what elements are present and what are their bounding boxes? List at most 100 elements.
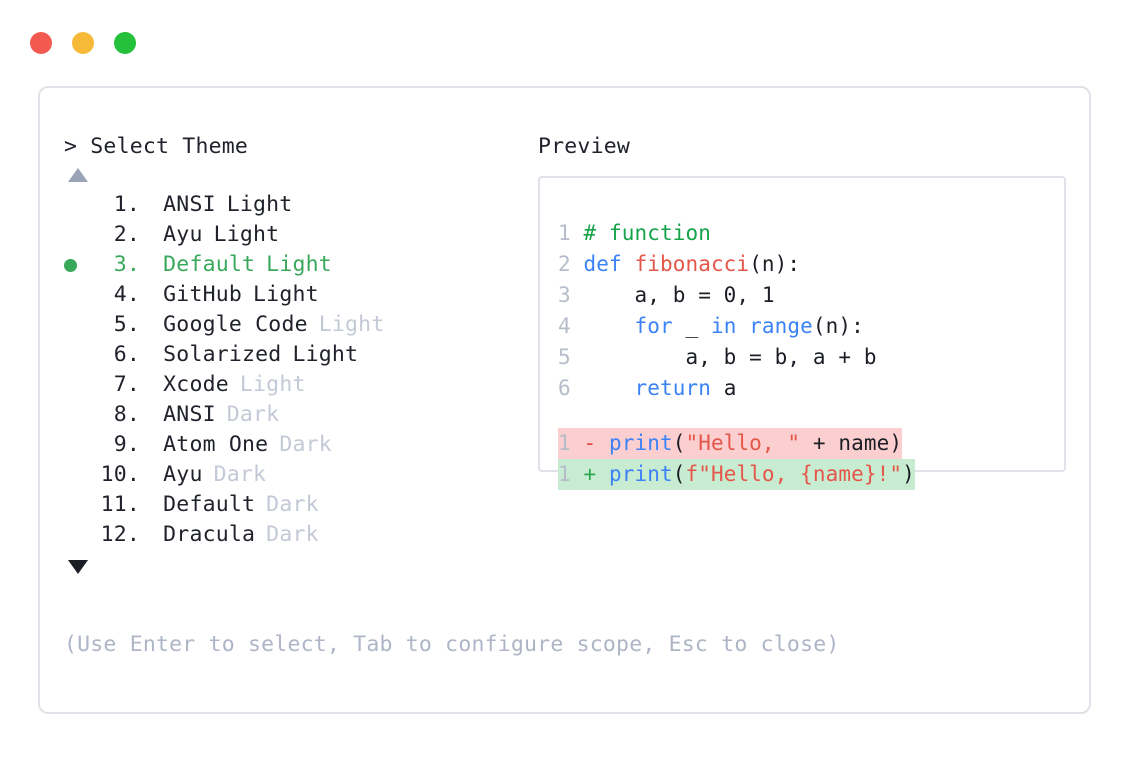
minimize-button[interactable] [72, 32, 94, 54]
theme-name: Ayu [163, 462, 203, 487]
code-line: 3 a, b = 0, 1 [558, 280, 1056, 311]
maximize-button[interactable] [114, 32, 136, 54]
scroll-up-icon[interactable] [68, 168, 88, 182]
code-token-plain: a, b = b, a + b [583, 345, 877, 369]
theme-index-spacer [140, 460, 163, 490]
code-token-plain: (n): [812, 314, 864, 338]
selection-indicator [64, 258, 98, 272]
theme-list-item[interactable]: 1. ANSI Light [64, 190, 534, 220]
code-token-plain: ( [672, 462, 686, 486]
theme-index: 10. [100, 462, 140, 487]
diff-row: 1 - print("Hello, " + name) [558, 428, 1056, 459]
theme-name: Dracula [163, 522, 256, 547]
theme-variant-tag: Light [226, 192, 293, 217]
theme-list-item[interactable]: 3. Default Light [64, 250, 534, 280]
theme-name: ANSI [163, 402, 216, 427]
theme-variant-tag: Light [318, 312, 385, 337]
scroll-down-icon[interactable] [68, 560, 88, 574]
theme-variant-tag: Dark [266, 492, 319, 517]
diff-line-add: 1 + print(f"Hello, {name}!") [558, 459, 915, 490]
theme-list-item[interactable]: 12. Dracula Dark [64, 520, 534, 550]
code-token-plain: + name) [800, 431, 903, 455]
theme-index-spacer [140, 340, 163, 370]
theme-index: 9. [113, 432, 140, 457]
line-number: 4 [558, 314, 584, 338]
theme-list-item[interactable]: 5. Google Code Light [64, 310, 534, 340]
theme-index-spacer [140, 400, 163, 430]
theme-index-spacer [140, 490, 163, 520]
code-token-plain [584, 376, 635, 400]
theme-name: Ayu [163, 222, 203, 247]
theme-index: 1. [113, 192, 140, 217]
code-token-plain [584, 314, 635, 338]
code-token-kw: def [583, 252, 635, 276]
code-token-kw: print [609, 462, 673, 486]
code-token-fn: fibonacci [634, 252, 750, 276]
theme-index: 11. [100, 492, 140, 517]
diff-sign: - [583, 431, 609, 455]
theme-name: Google Code [163, 312, 308, 337]
theme-list-item[interactable]: 11. Default Dark [64, 490, 534, 520]
theme-index-spacer [140, 190, 163, 220]
theme-index-spacer [140, 310, 163, 340]
diff-sign: + [583, 462, 609, 486]
theme-list-item[interactable]: 10. Ayu Dark [64, 460, 534, 490]
theme-variant-tag: Dark [279, 432, 332, 457]
theme-index-spacer [140, 250, 163, 280]
code-token-plain: a [710, 376, 737, 400]
theme-variant-tag: Light [292, 342, 359, 367]
line-number: 6 [558, 376, 584, 400]
page-title: > Select Theme [64, 134, 249, 159]
code-token-plain: _ [672, 314, 711, 338]
theme-name: GitHub [163, 282, 243, 307]
theme-index: 6. [113, 342, 140, 367]
code-token-str: "Hello, " [685, 431, 801, 455]
code-line: 2 def fibonacci(n): [558, 249, 1056, 280]
code-token-kw: in range [710, 314, 813, 338]
theme-variant-tag: Light [266, 252, 332, 277]
theme-index-spacer [140, 370, 163, 400]
theme-index-spacer [140, 430, 163, 460]
theme-index-spacer [140, 220, 163, 250]
theme-index: 3. [113, 252, 140, 277]
code-token-comment: # function [583, 221, 711, 245]
theme-index: 8. [113, 402, 140, 427]
code-token-plain: ( [672, 431, 686, 455]
line-number: 1 [558, 221, 584, 245]
theme-list-item[interactable]: 9. Atom One Dark [64, 430, 534, 460]
preview-title: Preview [538, 134, 631, 159]
theme-name: ANSI [163, 192, 216, 217]
theme-variant-tag: Dark [266, 522, 319, 547]
theme-name: Default [163, 252, 256, 277]
theme-name: Solarized [163, 342, 282, 367]
close-button[interactable] [30, 32, 52, 54]
theme-variant-tag: Light [239, 372, 306, 397]
diff-block: 1 - print("Hello, " + name)1 + print(f"H… [558, 428, 1056, 490]
theme-index: 12. [100, 522, 140, 547]
theme-list-item[interactable]: 6. Solarized Light [64, 340, 534, 370]
selected-bullet-icon [64, 258, 77, 272]
code-token-kw: print [609, 431, 673, 455]
theme-index-spacer [140, 520, 163, 550]
code-token-kw: return [634, 376, 711, 400]
window-controls [30, 32, 136, 54]
code-line: 4 for _ in range(n): [558, 311, 1056, 342]
theme-name: Atom One [163, 432, 269, 457]
theme-variant-tag: Dark [213, 462, 267, 487]
theme-index-spacer [140, 280, 163, 310]
theme-name: Default [163, 492, 256, 517]
line-number: 2 [558, 252, 584, 276]
code-token-plain: a, b = 0, 1 [583, 283, 775, 307]
line-number: 5 [558, 345, 584, 369]
code-line: 6 return a [558, 373, 1056, 404]
theme-index: 5. [113, 312, 140, 337]
code-token-plain: (n): [749, 252, 801, 276]
